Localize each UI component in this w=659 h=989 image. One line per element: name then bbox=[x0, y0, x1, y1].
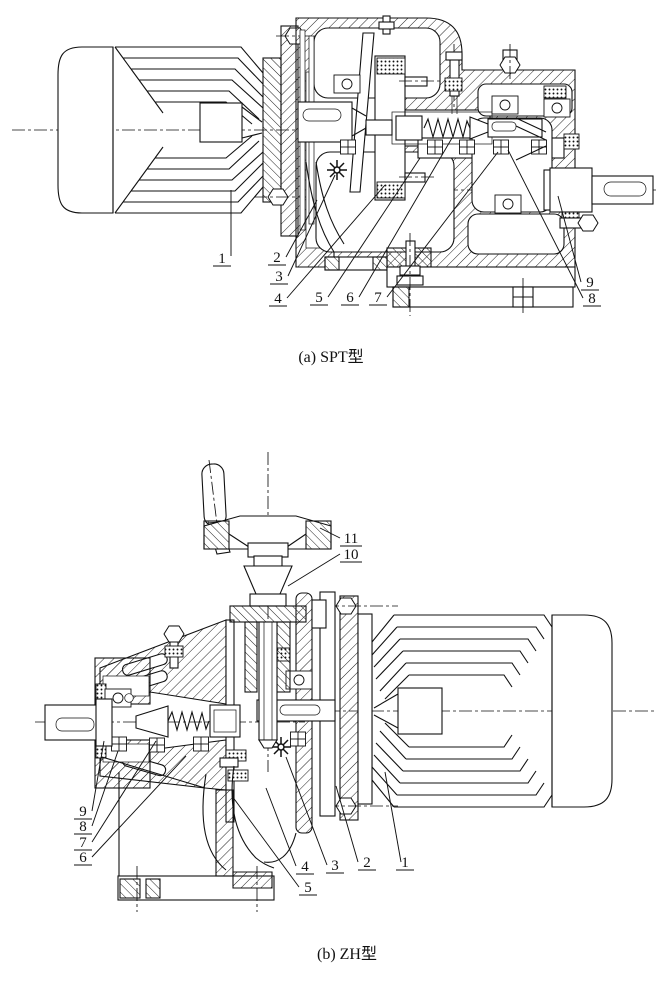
motor-a bbox=[57, 46, 264, 214]
keyway-a-input bbox=[302, 108, 342, 122]
part-label: 2 bbox=[363, 855, 371, 871]
part-label: 4 bbox=[274, 291, 282, 307]
part-label: 5 bbox=[304, 880, 312, 896]
part-label: 1 bbox=[218, 251, 226, 267]
upper-stud-b bbox=[163, 625, 185, 669]
motor-cooling-fins-a bbox=[114, 46, 264, 214]
caption-figure-a: (a) SPT型 bbox=[298, 348, 363, 366]
ball-bearing-a2 bbox=[491, 95, 519, 115]
part-labels-a: 1 2 3 4 5 6 7 8 9 bbox=[213, 250, 601, 307]
ratchet-star-a bbox=[326, 159, 348, 181]
handwheel-b bbox=[203, 515, 332, 558]
ball-bearing-a3 bbox=[543, 98, 571, 118]
leader-lines-b bbox=[91, 527, 402, 888]
leader-lines-a bbox=[230, 137, 584, 299]
part-label: 5 bbox=[315, 290, 323, 306]
spring-assembly-a bbox=[391, 111, 543, 145]
tilted-cone-disc-a bbox=[349, 32, 375, 193]
part-label: 3 bbox=[275, 269, 283, 285]
motor-shaft-section-b bbox=[397, 687, 443, 735]
part-labels-b: 1 2 3 4 5 6 7 8 9 10 11 bbox=[74, 531, 414, 896]
internals-a bbox=[297, 29, 580, 257]
part-label: 6 bbox=[79, 850, 87, 866]
ball-bearing-a1 bbox=[333, 74, 361, 94]
part-label: 3 bbox=[331, 858, 339, 874]
pump-foot-b bbox=[101, 756, 297, 912]
coil-spring-b bbox=[167, 709, 210, 733]
adjusting-screw-b bbox=[229, 555, 307, 749]
part-label: 7 bbox=[374, 290, 382, 306]
ball-bearing-a4 bbox=[494, 194, 522, 214]
top-bolt-a bbox=[499, 44, 521, 82]
part-label: 6 bbox=[346, 290, 354, 306]
keyway-b-output bbox=[55, 717, 95, 732]
part-label: 9 bbox=[586, 275, 594, 291]
shaft-end-bolt-a bbox=[577, 214, 599, 232]
figure-b-zh: 1 2 3 4 5 6 7 8 9 10 11 (b) ZH型 bbox=[35, 452, 655, 963]
input-coupling-a bbox=[297, 101, 353, 143]
output-shaft-a bbox=[549, 167, 654, 232]
foundation-bolt-a bbox=[396, 233, 424, 316]
pump-body-b bbox=[44, 591, 336, 912]
motor-cooling-fins-b bbox=[371, 614, 553, 808]
part-label: 4 bbox=[301, 859, 309, 875]
part-label: 2 bbox=[273, 250, 281, 266]
part-label: 10 bbox=[344, 547, 359, 563]
keyway-a-output bbox=[603, 181, 647, 197]
base-a bbox=[324, 233, 576, 316]
part-label: 7 bbox=[79, 835, 87, 851]
motor-shaft-section-a bbox=[199, 102, 243, 143]
part-label: 9 bbox=[79, 804, 87, 820]
keyway-b-input bbox=[279, 704, 321, 716]
output-shaft-b bbox=[44, 698, 113, 747]
part-label: 1 bbox=[401, 855, 409, 871]
handwheel-assembly-b bbox=[201, 459, 332, 749]
part-label: 8 bbox=[588, 291, 596, 307]
spring-assembly-b bbox=[135, 704, 241, 738]
motor-b bbox=[371, 614, 613, 808]
motor-flange-b bbox=[326, 595, 398, 821]
motor-flange-a bbox=[254, 25, 332, 237]
caption-figure-b: (b) ZH型 bbox=[317, 945, 377, 963]
part-label: 8 bbox=[79, 819, 87, 835]
coil-spring-a bbox=[423, 116, 471, 140]
part-label: 11 bbox=[344, 531, 358, 547]
figure-a-spt: 1 2 3 4 5 6 7 8 9 (a) SPT型 bbox=[12, 15, 657, 366]
adjusting-screw-a bbox=[444, 51, 463, 114]
